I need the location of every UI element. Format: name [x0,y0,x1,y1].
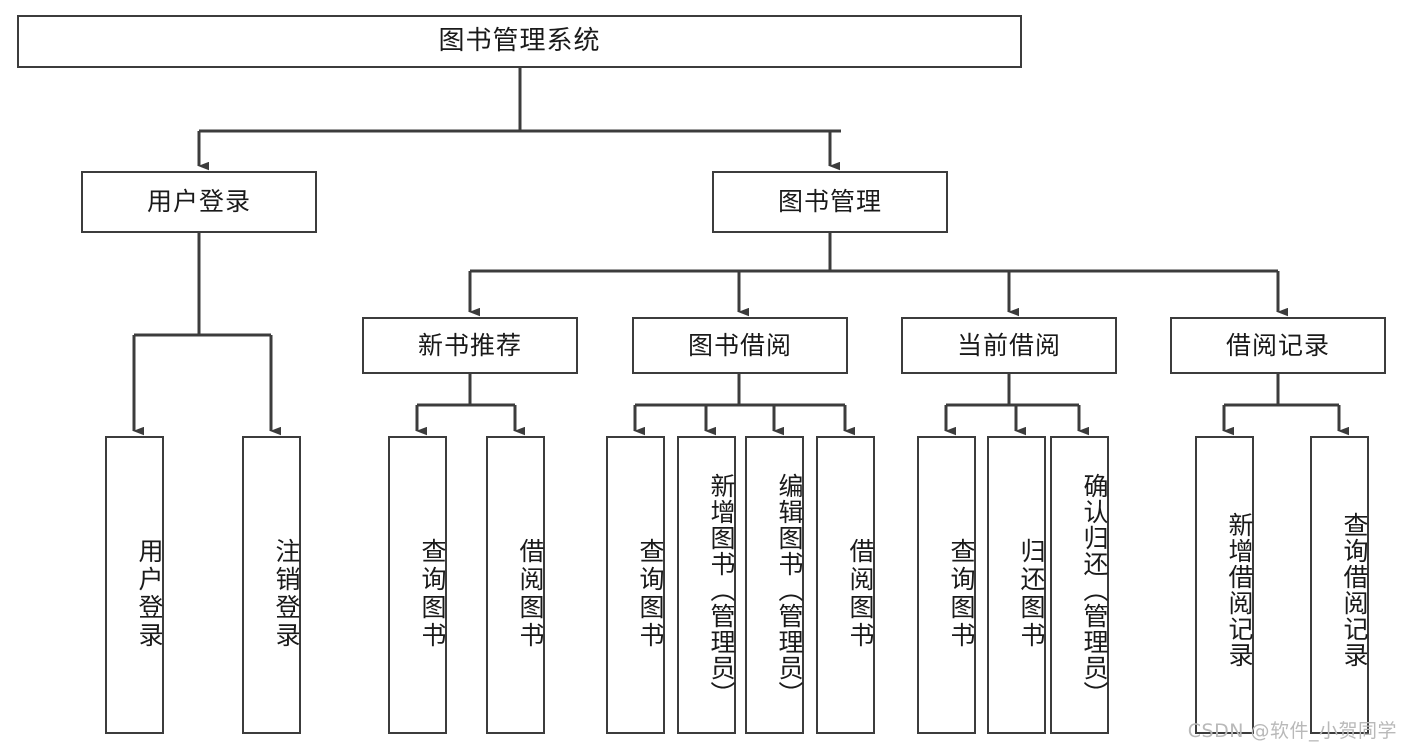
node-leaf-br-add-record-label: 新增借阅记录 [1225,512,1254,668]
node-leaf-bb-borrow-book-label: 借阅图书 [846,538,875,650]
node-leaf-bb-edit-book[interactable]: 编辑图书（管理员） [745,436,804,734]
node-leaf-br-query-record[interactable]: 查询借阅记录 [1310,436,1369,734]
node-leaf-cb-confirm-return-label: 确认归还（管理员） [1080,473,1109,707]
node-leaf-cb-query-book-label: 查询图书 [947,538,976,650]
node-leaf-bb-borrow-book[interactable]: 借阅图书 [816,436,875,734]
node-leaf-cb-return-book[interactable]: 归还图书 [987,436,1046,734]
node-book-management[interactable]: 图书管理 [712,171,948,233]
node-borrow-record[interactable]: 借阅记录 [1170,317,1386,374]
node-borrow-record-label: 借阅记录 [1225,330,1330,360]
node-book-borrow-label: 图书借阅 [687,330,792,360]
node-leaf-user-login-label: 用户登录 [135,538,164,650]
node-leaf-nb-query-book-label: 查询图书 [418,538,447,650]
node-current-borrow-label: 当前借阅 [956,330,1061,360]
node-user-login-label: 用户登录 [146,187,251,217]
node-leaf-nb-borrow-book-label: 借阅图书 [516,538,545,650]
node-leaf-bb-query-book[interactable]: 查询图书 [606,436,665,734]
node-book-management-label: 图书管理 [777,187,882,217]
node-leaf-logout-label: 注销登录 [272,538,301,650]
node-new-book-recommend[interactable]: 新书推荐 [362,317,578,374]
node-root-system-label: 图书管理系统 [438,26,601,57]
node-leaf-bb-query-book-label: 查询图书 [636,538,665,650]
node-leaf-bb-add-book-label: 新增图书（管理员） [707,473,736,707]
node-book-borrow[interactable]: 图书借阅 [632,317,848,374]
node-root-system[interactable]: 图书管理系统 [17,15,1022,68]
node-leaf-cb-return-book-label: 归还图书 [1017,538,1046,650]
node-leaf-cb-confirm-return[interactable]: 确认归还（管理员） [1050,436,1109,734]
node-leaf-nb-query-book[interactable]: 查询图书 [388,436,447,734]
node-leaf-nb-borrow-book[interactable]: 借阅图书 [486,436,545,734]
node-leaf-bb-add-book[interactable]: 新增图书（管理员） [677,436,736,734]
node-user-login[interactable]: 用户登录 [81,171,317,233]
node-current-borrow[interactable]: 当前借阅 [901,317,1117,374]
node-leaf-bb-edit-book-label: 编辑图书（管理员） [775,473,804,707]
node-leaf-br-query-record-label: 查询借阅记录 [1340,512,1369,668]
node-leaf-user-login[interactable]: 用户登录 [105,436,164,734]
node-leaf-logout[interactable]: 注销登录 [242,436,301,734]
node-leaf-br-add-record[interactable]: 新增借阅记录 [1195,436,1254,734]
node-new-book-recommend-label: 新书推荐 [417,330,522,360]
node-leaf-cb-query-book[interactable]: 查询图书 [917,436,976,734]
